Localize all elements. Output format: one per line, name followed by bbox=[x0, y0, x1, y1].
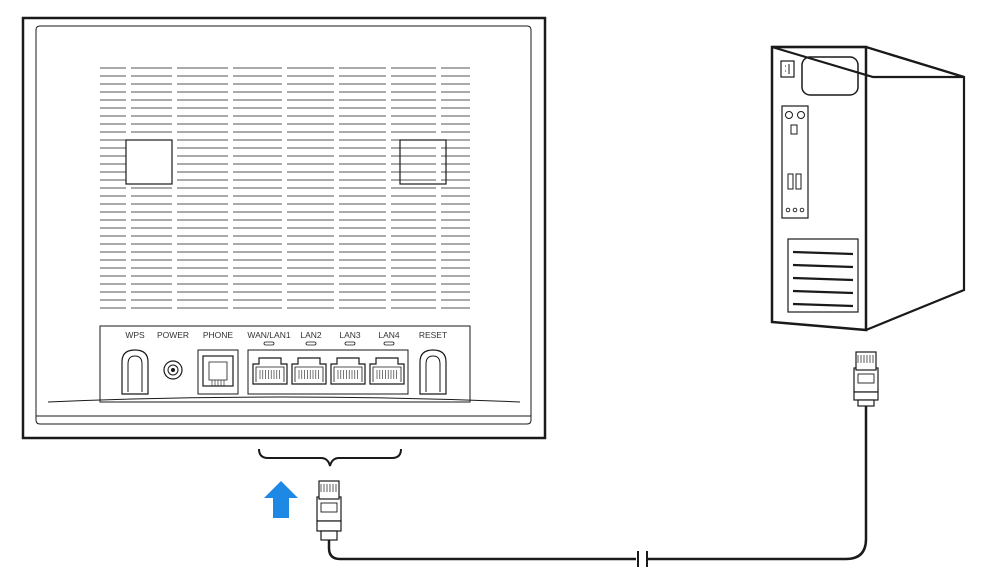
port-label-power: POWER bbox=[157, 330, 189, 340]
router bbox=[21, 16, 547, 440]
lan-port-lan3 bbox=[330, 357, 366, 385]
port-label-lan2: LAN2 bbox=[300, 330, 322, 340]
led-indicator bbox=[344, 341, 356, 346]
lan-port-lan2 bbox=[291, 357, 327, 385]
desktop-tower-icon bbox=[770, 45, 966, 332]
port-label-phone: PHONE bbox=[203, 330, 234, 340]
mounting-pad-left bbox=[125, 139, 173, 185]
port-labels: WPS POWER PHONE WAN/LAN1 LAN2 LAN3 LAN4 … bbox=[125, 330, 447, 340]
router-base bbox=[47, 396, 521, 403]
port-panel bbox=[99, 325, 471, 403]
lan-port-wan-lan1 bbox=[252, 357, 288, 385]
led-indicator bbox=[383, 341, 395, 346]
rj45-plug-icon bbox=[853, 351, 879, 407]
lan-port-block bbox=[247, 349, 409, 395]
power-jack bbox=[163, 360, 183, 380]
phone-jack bbox=[197, 349, 239, 395]
usb-port bbox=[787, 173, 794, 190]
port-label-wan-lan1: WAN/LAN1 bbox=[247, 330, 290, 340]
port-label-lan3: LAN3 bbox=[339, 330, 361, 340]
led-indicator bbox=[305, 341, 317, 346]
port-label-lan4: LAN4 bbox=[378, 330, 400, 340]
wps-button bbox=[121, 349, 149, 395]
drive-bay bbox=[801, 56, 859, 96]
port-label-reset: RESET bbox=[419, 330, 447, 340]
router-body bbox=[21, 16, 547, 440]
router-bezel bbox=[35, 25, 532, 425]
tower-side bbox=[865, 45, 966, 332]
port-label-wps: WPS bbox=[125, 330, 145, 340]
tower-front bbox=[770, 45, 868, 332]
lan-ports-brace bbox=[258, 448, 402, 467]
reset-button bbox=[419, 349, 447, 395]
lan-port-lan4 bbox=[369, 357, 405, 385]
led-indicator bbox=[263, 341, 275, 346]
mounting-pad-right bbox=[399, 139, 447, 185]
vent-grille bbox=[100, 67, 470, 309]
up-arrow-icon bbox=[264, 481, 298, 518]
rj45-plug-icon bbox=[316, 480, 342, 541]
tower-grille bbox=[787, 238, 859, 313]
usb-port bbox=[795, 173, 802, 190]
ethernet-cable bbox=[327, 405, 868, 567]
front-panel bbox=[781, 105, 809, 219]
